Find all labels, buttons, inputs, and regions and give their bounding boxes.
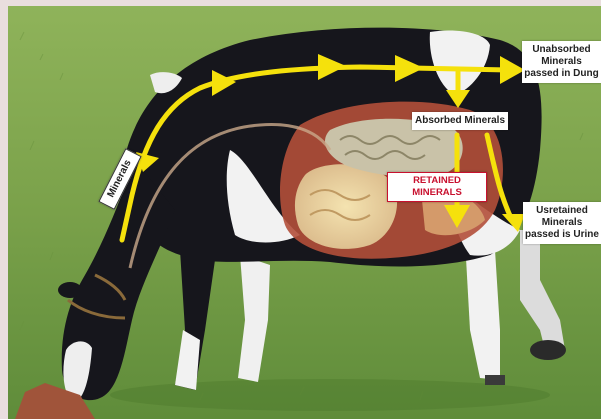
label-line: passed is Urine (523, 229, 601, 241)
ear (58, 282, 82, 298)
label-line: Minerals (523, 217, 601, 229)
label-unabsorbed-minerals: Unabsorbed Minerals passed in Dung (522, 41, 601, 83)
label-retained-minerals: RETAINED MINERALS (387, 172, 487, 202)
hoof (530, 340, 566, 360)
hoof (485, 375, 505, 385)
label-line: Usretained (523, 205, 601, 217)
label-absorbed-minerals: Absorbed Minerals (412, 112, 508, 130)
label-line: Minerals (522, 56, 601, 68)
label-line: passed in Dung (522, 68, 601, 80)
label-line: Unabsorbed (522, 44, 601, 56)
label-unretained-minerals: Usretained Minerals passed is Urine (523, 202, 601, 244)
